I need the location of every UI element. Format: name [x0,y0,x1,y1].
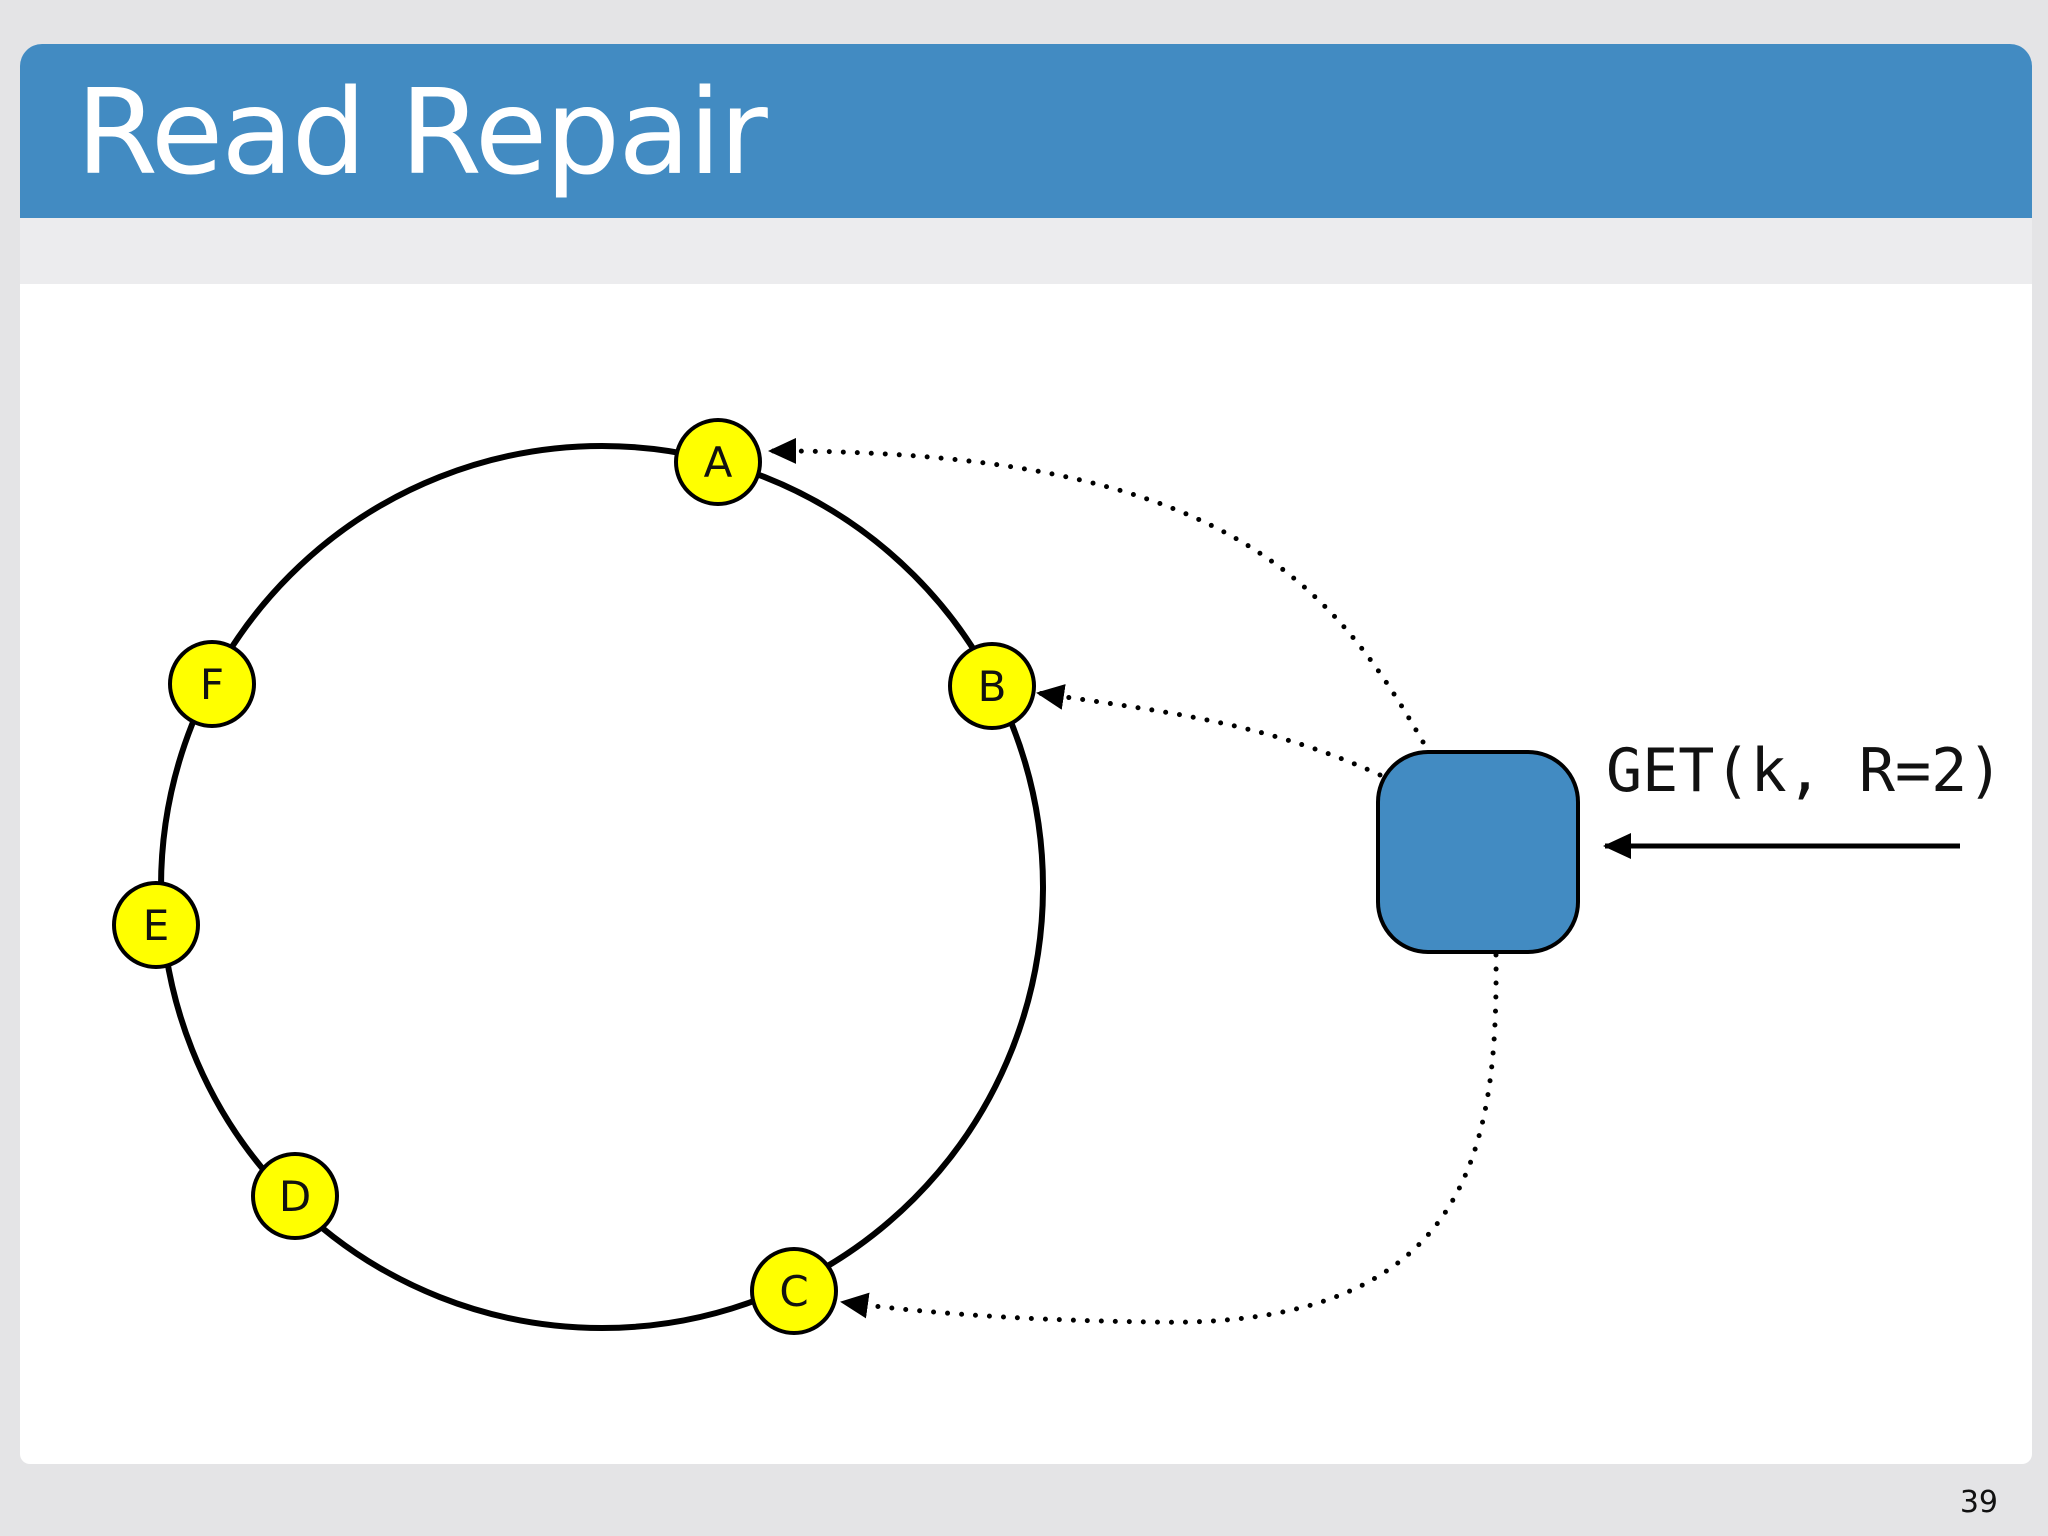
ring-node-e: E [112,881,200,969]
node-label-a: A [704,438,733,487]
node-label-f: F [200,660,224,709]
ring-node-f: F [168,640,256,728]
slide-title: Read Repair [76,63,768,201]
ring-node-d: D [251,1152,339,1240]
slide: Read Repair [20,44,2032,1464]
title-subbar [20,218,2032,284]
ring-node-b: B [948,642,1036,730]
node-label-d: D [279,1172,311,1221]
arrow-to-node-c [839,952,1499,1325]
arrow-to-node-a [767,437,1426,745]
page-number: 39 [1959,1485,1998,1520]
node-label-b: B [978,662,1007,711]
request-label: GET(k, R=2) [1606,736,2003,806]
title-bar: Read Repair [20,44,2032,218]
node-label-e: E [143,901,170,950]
arrow-to-node-b [1035,684,1383,778]
ring-node-c: C [750,1247,838,1335]
node-label-c: C [779,1267,808,1316]
ring-node-a: A [674,418,762,506]
coordinator-node [1376,750,1580,954]
